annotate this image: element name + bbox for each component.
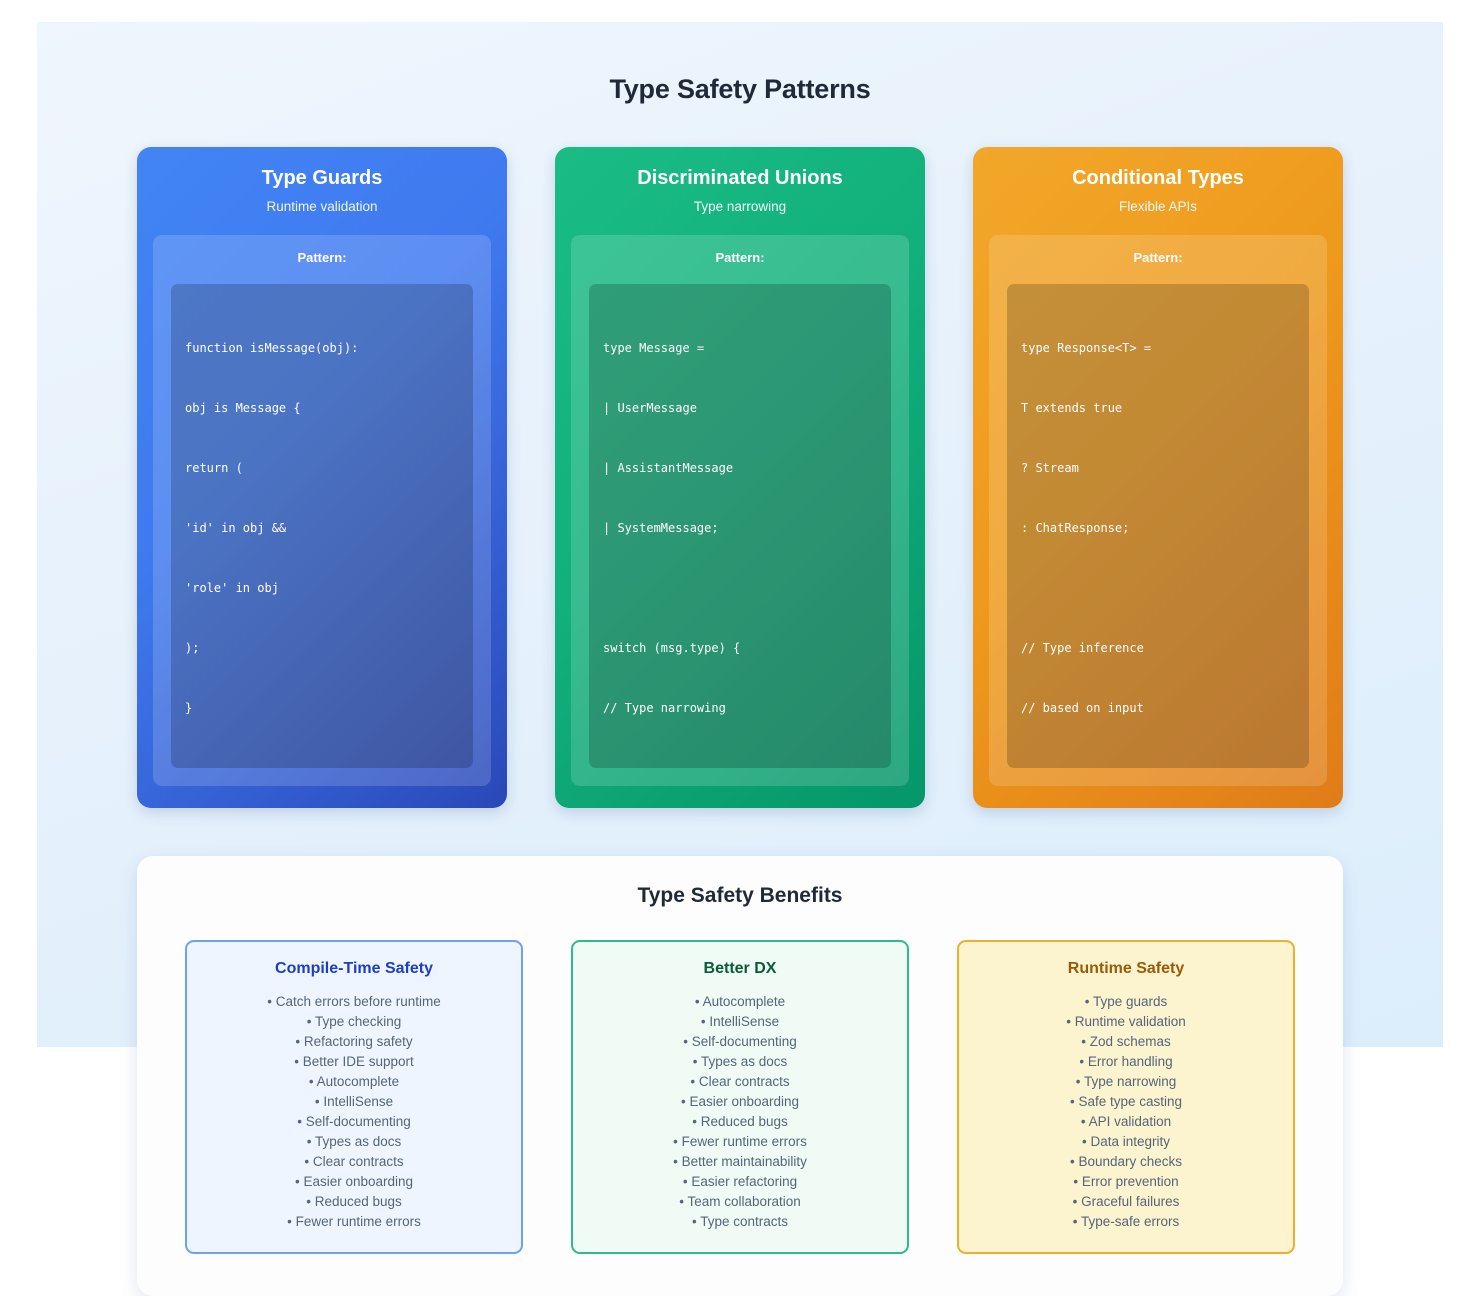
page-root: Type Safety Patterns Type Guards Runtime… <box>37 22 1443 1296</box>
page-title: Type Safety Patterns <box>609 74 871 104</box>
list-item: • Fewer runtime errors <box>673 1134 807 1149</box>
code-line: : ChatResponse; <box>1021 521 1130 535</box>
code-line: type Message = <box>603 341 705 355</box>
pattern-card-title: Conditional Types <box>1072 167 1244 189</box>
list-item: • Zod schemas <box>1081 1034 1171 1049</box>
list-item: • Reduced bugs <box>306 1194 402 1209</box>
benefit-card-runtime-safety[interactable]: Runtime Safety • Type guards • Runtime v… <box>957 940 1295 1254</box>
code-block: function isMessage(obj): obj is Message … <box>171 284 473 768</box>
code-line <box>603 578 877 598</box>
benefit-list: • Type guards • Runtime validation • Zod… <box>971 992 1281 1232</box>
code-line: | SystemMessage; <box>603 521 719 535</box>
list-item: • Easier onboarding <box>294 1174 414 1189</box>
code-line: | UserMessage <box>603 401 697 415</box>
benefit-card-compile-time-safety[interactable]: Compile-Time Safety • Catch errors befor… <box>185 940 523 1254</box>
list-item: • Easier onboarding <box>680 1094 800 1109</box>
code-line: 'role' in obj <box>185 581 279 595</box>
list-item: • Team collaboration <box>679 1194 801 1209</box>
code-line: T extends true <box>1021 401 1123 415</box>
pattern-cards-row: Type Guards Runtime validation Pattern: … <box>37 147 1443 808</box>
code-line: ? Stream <box>1021 461 1079 475</box>
code-line: // based on input <box>1021 701 1144 715</box>
pattern-card-discriminated-unions[interactable]: Discriminated Unions Type narrowing Patt… <box>555 147 925 808</box>
benefit-card-better-dx[interactable]: Better DX • Autocomplete • IntelliSense … <box>571 940 909 1254</box>
list-item: • Types as docs <box>306 1134 402 1149</box>
list-item: • Fewer runtime errors <box>287 1214 421 1229</box>
benefit-card-title: Compile-Time Safety <box>275 960 433 977</box>
list-item: • Error prevention <box>1073 1174 1179 1189</box>
pattern-inner-panel: Pattern: type Message = | UserMessage | … <box>571 235 909 786</box>
list-item: • Self-documenting <box>683 1034 797 1049</box>
code-block: type Message = | UserMessage | Assistant… <box>589 284 891 768</box>
code-line: return ( <box>185 461 243 475</box>
benefit-list: • Catch errors before runtime • Type che… <box>199 992 509 1232</box>
list-item: • Better maintainability <box>673 1154 807 1169</box>
pattern-label: Pattern: <box>1133 250 1183 265</box>
list-item: • Safe type casting <box>1069 1094 1183 1109</box>
benefits-row: Compile-Time Safety • Catch errors befor… <box>185 940 1295 1254</box>
list-item: • Catch errors before runtime <box>267 994 441 1009</box>
list-item: • Reduced bugs <box>692 1114 788 1129</box>
list-item: • Autocomplete <box>308 1074 400 1089</box>
list-item: • Easier refactoring <box>682 1174 798 1189</box>
benefits-panel: Type Safety Benefits Compile-Time Safety… <box>137 856 1343 1296</box>
pattern-card-type-guards[interactable]: Type Guards Runtime validation Pattern: … <box>137 147 507 808</box>
list-item: • Type-safe errors <box>1072 1214 1180 1229</box>
pattern-card-subtitle: Type narrowing <box>693 199 787 214</box>
code-line: // Type inference <box>1021 641 1144 655</box>
list-item: • Error handling <box>1079 1054 1173 1069</box>
benefit-card-title: Better DX <box>703 960 777 977</box>
list-item: • Type narrowing <box>1075 1074 1177 1089</box>
code-block: type Response<T> = T extends true ? Stre… <box>1007 284 1309 768</box>
pattern-card-title: Type Guards <box>261 167 383 189</box>
pattern-card-subtitle: Runtime validation <box>266 199 378 214</box>
code-line <box>1021 578 1295 598</box>
list-item: • Type checking <box>306 1014 402 1029</box>
pattern-card-subtitle: Flexible APIs <box>1118 199 1198 214</box>
list-item: • Type contracts <box>691 1214 789 1229</box>
pattern-label: Pattern: <box>297 250 347 265</box>
code-line: ); <box>185 641 200 655</box>
code-line: } <box>185 701 193 715</box>
code-line: obj is Message { <box>185 401 301 415</box>
pattern-label: Pattern: <box>715 250 765 265</box>
list-item: • Refactoring safety <box>295 1034 413 1049</box>
list-item: • IntelliSense <box>700 1014 780 1029</box>
list-item: • Autocomplete <box>694 994 786 1009</box>
list-item: • Data integrity <box>1081 1134 1170 1149</box>
list-item: • Clear contracts <box>690 1074 790 1089</box>
list-item: • Boundary checks <box>1069 1154 1183 1169</box>
list-item: • IntelliSense <box>314 1094 394 1109</box>
code-line: type Response<T> = <box>1021 341 1152 355</box>
pattern-card-title: Discriminated Unions <box>637 167 843 189</box>
list-item: • API validation <box>1080 1114 1172 1129</box>
list-item: • Self-documenting <box>297 1114 411 1129</box>
code-line: 'id' in obj && <box>185 521 287 535</box>
code-line: | AssistantMessage <box>603 461 734 475</box>
list-item: • Runtime validation <box>1066 1014 1186 1029</box>
code-line: function isMessage(obj): <box>185 341 359 355</box>
list-item: • Types as docs <box>692 1054 788 1069</box>
list-item: • Type guards <box>1084 994 1168 1009</box>
benefit-list: • Autocomplete • IntelliSense • Self-doc… <box>585 992 895 1232</box>
code-line: switch (msg.type) { <box>603 641 741 655</box>
list-item: • Graceful failures <box>1072 1194 1180 1209</box>
pattern-inner-panel: Pattern: function isMessage(obj): obj is… <box>153 235 491 786</box>
list-item: • Better IDE support <box>294 1054 414 1069</box>
pattern-card-conditional-types[interactable]: Conditional Types Flexible APIs Pattern:… <box>973 147 1343 808</box>
code-line: // Type narrowing <box>603 701 726 715</box>
pattern-inner-panel: Pattern: type Response<T> = T extends tr… <box>989 235 1327 786</box>
benefit-card-title: Runtime Safety <box>1067 960 1185 977</box>
benefits-title: Type Safety Benefits <box>637 884 843 907</box>
list-item: • Clear contracts <box>304 1154 404 1169</box>
